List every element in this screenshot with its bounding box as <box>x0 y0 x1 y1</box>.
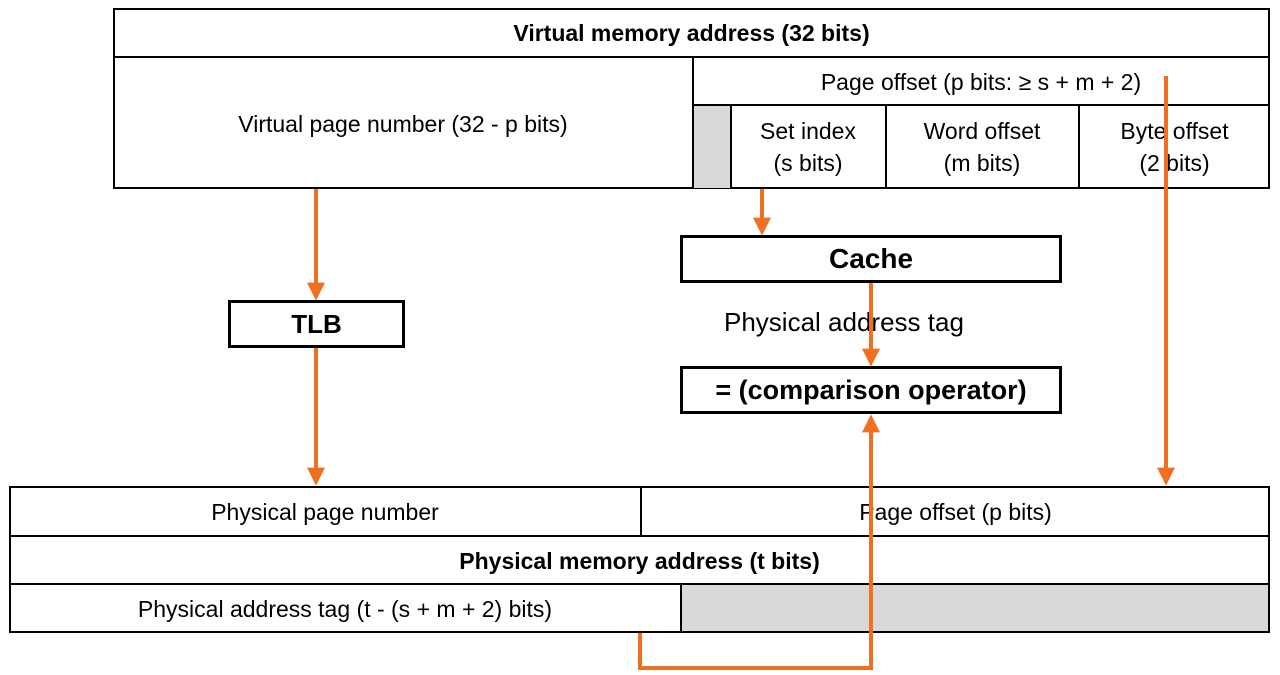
byte-offset-line2: (2 bits) <box>1139 150 1210 176</box>
word-offset-line2: (m bits) <box>943 150 1021 176</box>
cache-box: Cache <box>680 235 1062 283</box>
set-index-divider <box>730 104 732 188</box>
physical-address-title: Physical memory address (t bits) <box>459 547 820 574</box>
vpn-divider <box>692 56 694 188</box>
tlb-box: TLB <box>228 300 405 348</box>
set-index-line2: (s bits) <box>773 150 843 176</box>
comparator-box: = (comparison operator) <box>680 366 1062 414</box>
set-index-line1: Set index <box>760 118 856 144</box>
virtual-page-offset: Page offset (p bits: ≥ s + m + 2) <box>820 69 1142 95</box>
virtual-page-number: Virtual page number (32 - p bits) <box>238 111 568 137</box>
word-offset-field: Word offset (m bits) <box>886 106 1078 188</box>
virtual-address-box <box>113 8 1270 189</box>
physical-page-offset: Page offset (p bits) <box>859 499 1052 525</box>
virtual-title-divider <box>113 56 1270 58</box>
byte-offset-divider <box>1078 104 1080 188</box>
byte-offset-line1: Byte offset <box>1120 118 1229 144</box>
word-offset-line1: Word offset <box>923 118 1041 144</box>
byte-offset-field: Byte offset (2 bits) <box>1079 106 1270 188</box>
unused-physical-field <box>682 585 1268 631</box>
word-offset-divider <box>885 104 887 188</box>
physical-address-tag-field: Physical address tag (t - (s + m + 2) bi… <box>137 596 553 622</box>
page-offset-divider <box>692 104 1270 106</box>
set-index-field: Set index (s bits) <box>731 106 885 188</box>
physical-address-tag-label: Physical address tag <box>724 307 964 337</box>
virtual-address-title: Virtual memory address (32 bits) <box>513 19 870 46</box>
unused-offset-field <box>694 106 730 188</box>
physical-page-number: Physical page number <box>211 499 439 525</box>
